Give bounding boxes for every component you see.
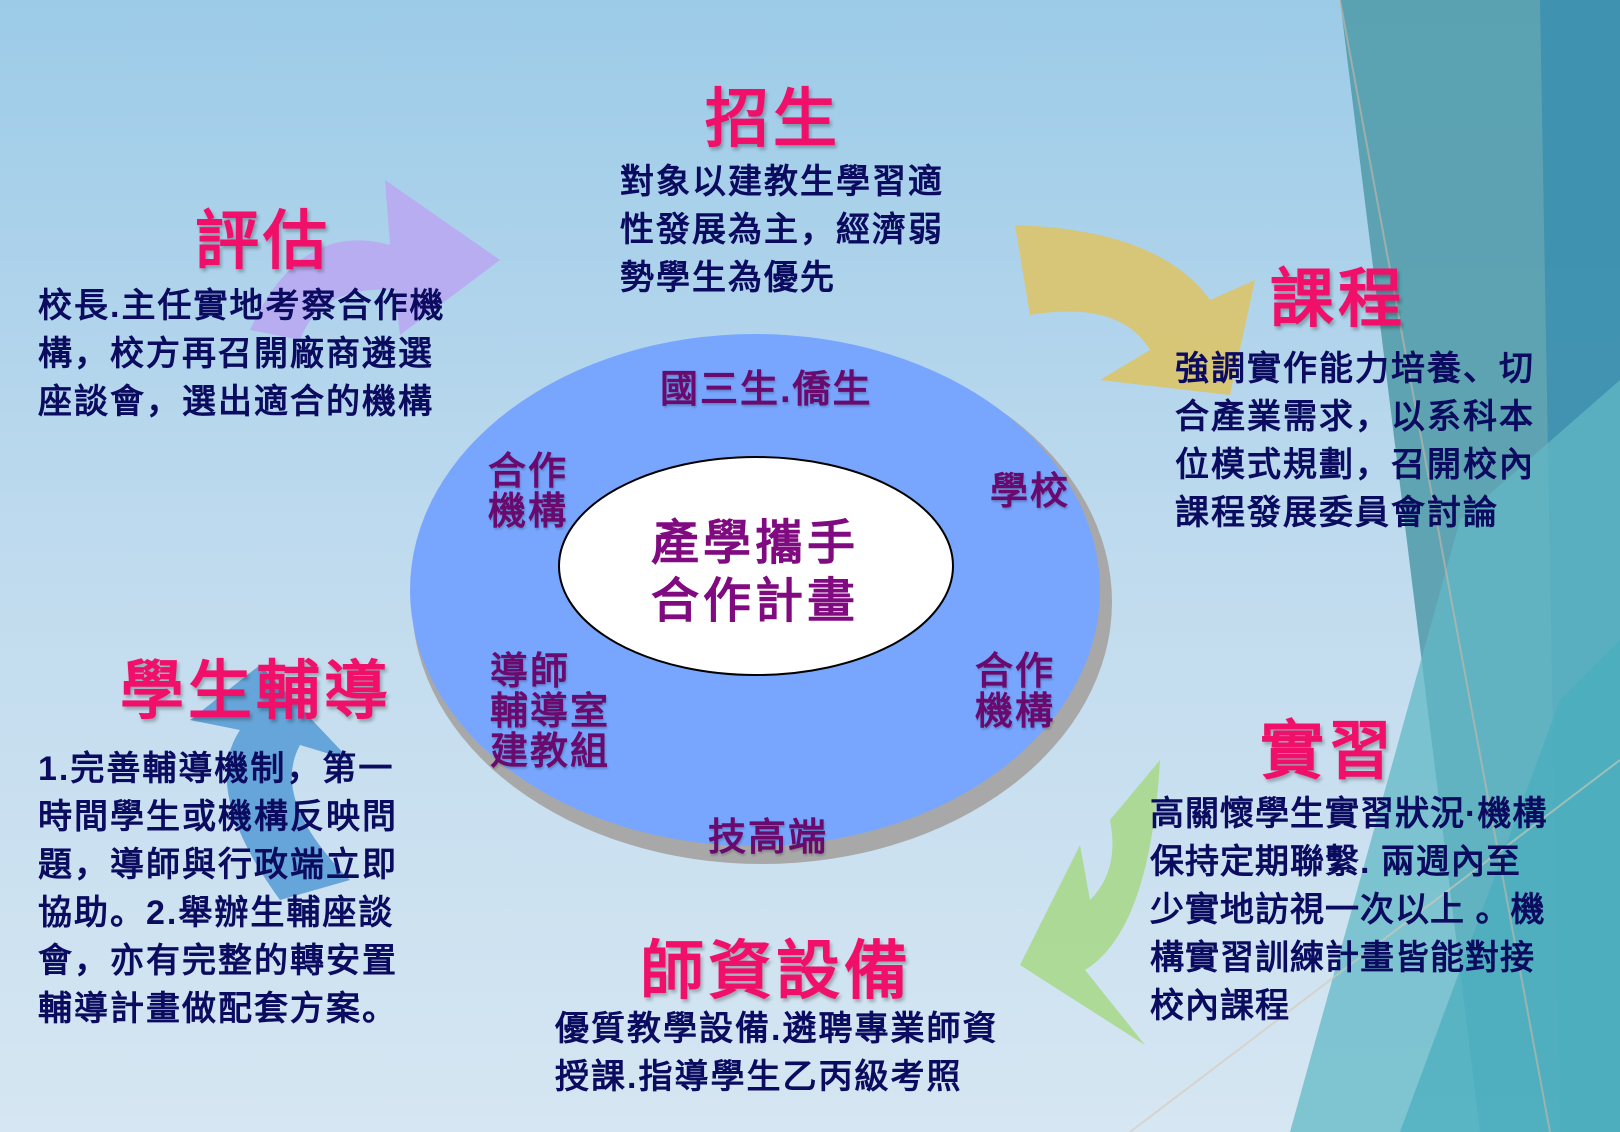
label-line: 合作 xyxy=(975,651,1056,693)
text-line: 強調實作能力培養、切 xyxy=(1175,350,1535,388)
text-line: 優質教學設備.遴聘專業師資 xyxy=(555,1010,999,1048)
arrow-evaluation-to-recruit xyxy=(250,180,500,340)
text-line: 校長.主任實地考察合作機 xyxy=(38,287,446,325)
text-line: 位模式規劃，召開校內 xyxy=(1175,446,1535,484)
text-line: 座談會，選出適合的機構 xyxy=(38,383,434,421)
label-line: 輔導室 xyxy=(490,691,611,733)
text-line: 題，導師與行政端立即 xyxy=(38,846,398,884)
text-line: 協助。2.舉辦生輔座談 xyxy=(38,894,395,932)
arrow-guidance-to-evaluation xyxy=(190,665,350,900)
ring-label-top: 國三生.僑生 xyxy=(660,369,873,411)
label-line: 導師 xyxy=(490,651,571,693)
center-line: 合作計畫 xyxy=(650,575,859,628)
internship-text: 高關懷學生實習狀況·機構 保持定期聯繫. 兩週內至 少實地訪視一次以上 。機 構… xyxy=(1150,790,1547,1030)
guidance-title: 學生輔導 xyxy=(120,655,392,727)
arrow-recruit-to-curriculum xyxy=(1015,225,1255,395)
inner-circle xyxy=(558,456,954,676)
text-line: 授課.指導學生乙丙級考照 xyxy=(555,1058,963,1096)
recruit-title: 招生 xyxy=(705,83,841,155)
text-line: 保持定期聯繫. 兩週內至 xyxy=(1150,843,1521,881)
text-line: 課程發展委員會討論 xyxy=(1175,494,1499,532)
center-line: 產學攜手 xyxy=(650,517,859,570)
text-line: 高關懷學生實習狀況·機構 xyxy=(1150,795,1548,833)
text-line: 少實地訪視一次以上 。機 xyxy=(1150,891,1546,929)
curriculum-title: 課程 xyxy=(1270,263,1406,335)
label-line: 建教組 xyxy=(490,731,611,773)
text-line: 校內課程 xyxy=(1150,987,1290,1025)
curriculum-text: 強調實作能力培養、切 合產業需求，以系科本 位模式規劃，召開校內 課程發展委員會… xyxy=(1175,345,1535,537)
ring-label-right-bottom: 合作 機構 xyxy=(975,652,1055,732)
recruit-text: 對象以建教生學習適 性發展為主，經濟弱 勢學生為優先 xyxy=(620,158,944,302)
evaluation-title: 評估 xyxy=(195,205,331,277)
label-line: 合作 xyxy=(488,451,569,493)
text-line: 會，亦有完整的轉安置 xyxy=(38,942,398,980)
faculty-title: 師資設備 xyxy=(640,935,912,1007)
ring-label-right-top: 學校 xyxy=(990,471,1071,513)
text-line: 1.完善輔導機制，第一 xyxy=(38,750,395,788)
text-line: 對象以建教生學習適 xyxy=(620,163,944,201)
label-line: 機構 xyxy=(975,691,1056,733)
ring-label-left-top: 合作 機構 xyxy=(488,452,568,532)
evaluation-text: 校長.主任實地考察合作機 構，校方再召開廠商遴選 座談會，選出適合的機構 xyxy=(38,282,445,426)
text-line: 輔導計畫做配套方案。 xyxy=(38,990,398,1028)
ring-label-bottom: 技高端 xyxy=(708,817,829,859)
internship-title: 實習 xyxy=(1260,715,1396,787)
label-line: 機構 xyxy=(488,491,569,533)
text-line: 勢學生為優先 xyxy=(620,259,836,297)
center-title: 產學攜手 合作計畫 xyxy=(560,515,950,631)
faculty-text: 優質教學設備.遴聘專業師資 授課.指導學生乙丙級考照 xyxy=(555,1005,998,1101)
guidance-text: 1.完善輔導機制，第一 時間學生或機構反映問 題，導師與行政端立即 協助。2.舉… xyxy=(38,745,398,1033)
text-line: 構實習訓練計畫皆能對接 xyxy=(1150,939,1535,977)
text-line: 合產業需求，以系科本 xyxy=(1175,398,1535,436)
arrow-internship-to-faculty xyxy=(1020,760,1160,1045)
text-line: 時間學生或機構反映問 xyxy=(38,798,398,836)
text-line: 構，校方再召開廠商遴選 xyxy=(38,335,434,373)
text-line: 性發展為主，經濟弱 xyxy=(620,211,944,249)
ring-label-left-bottom: 導師 輔導室 建教組 xyxy=(490,652,610,772)
